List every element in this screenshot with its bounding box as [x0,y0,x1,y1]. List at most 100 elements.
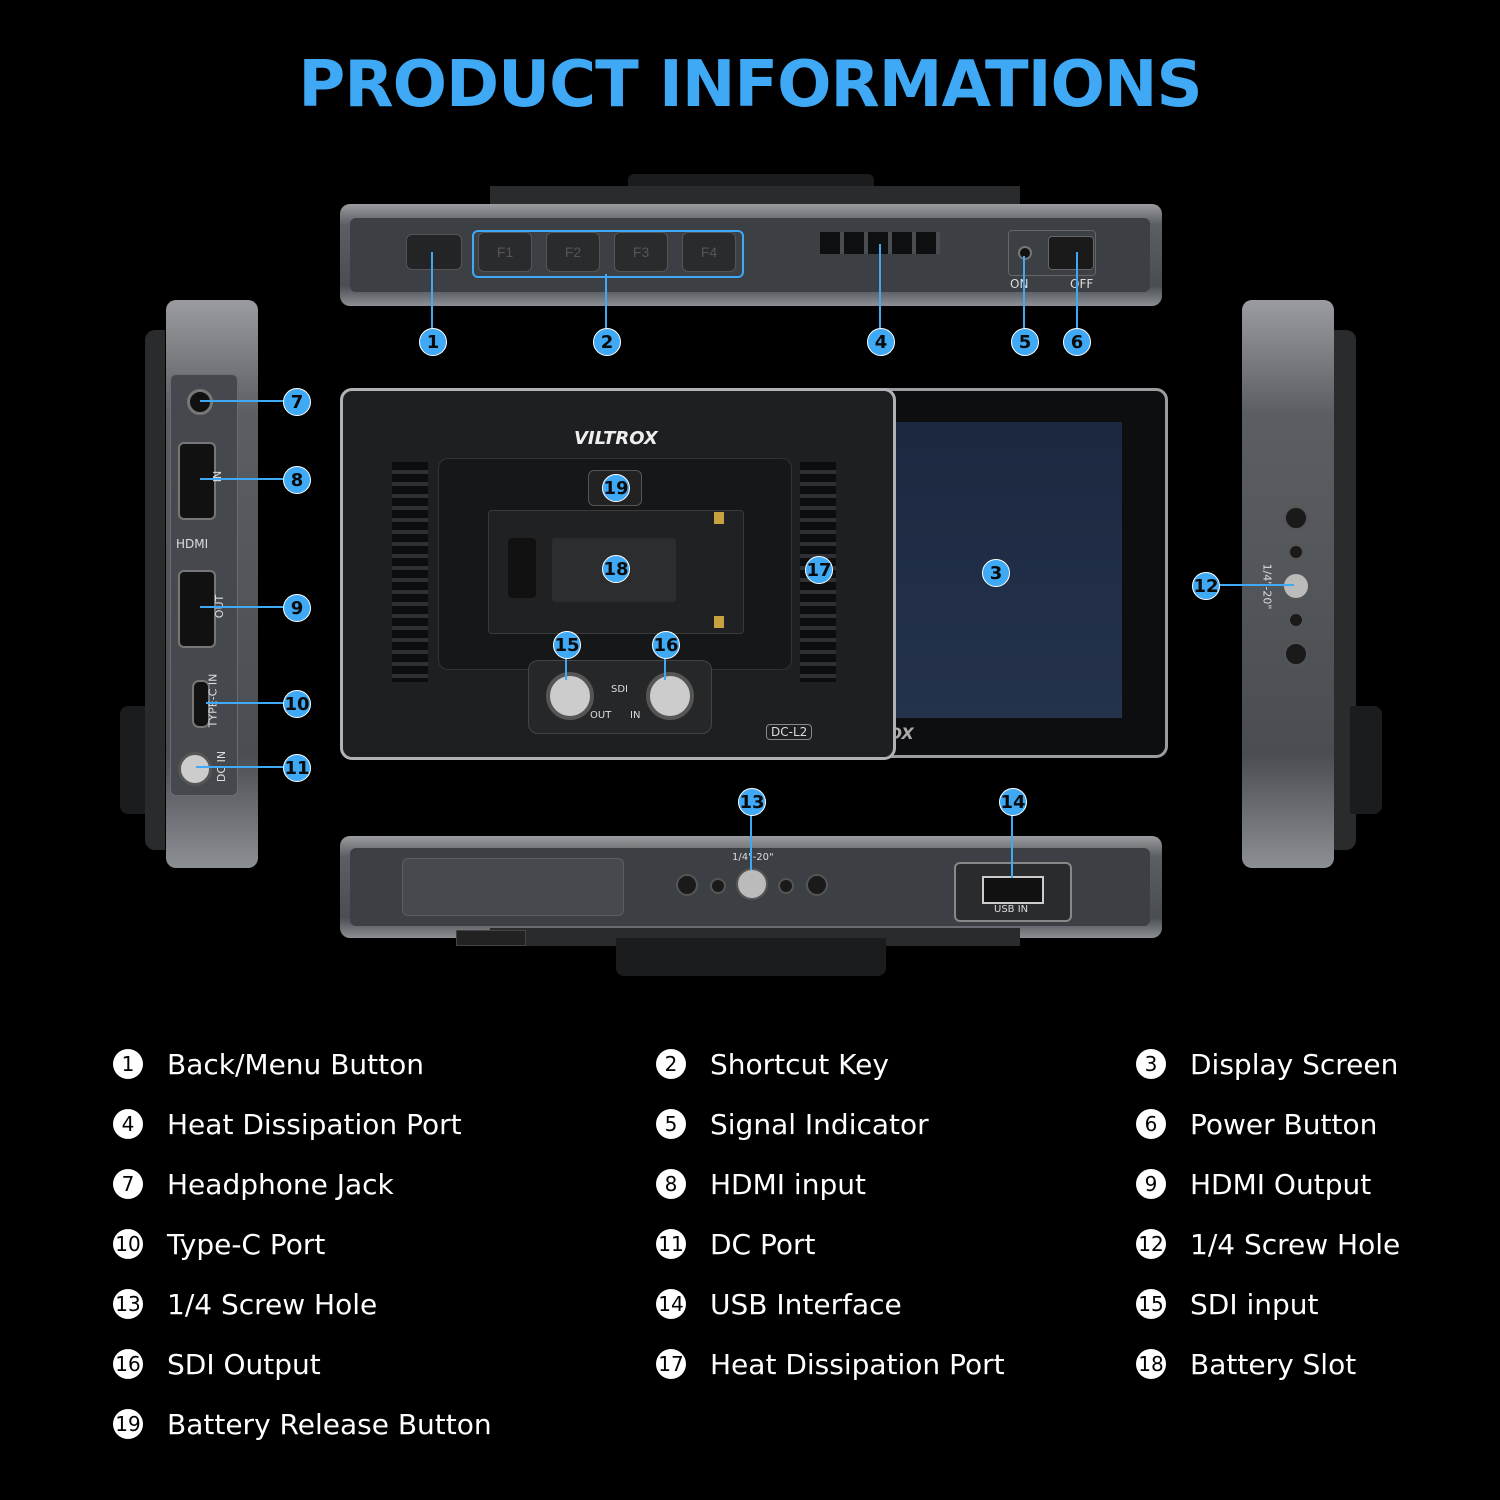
legend-num: 14 [656,1289,686,1319]
legend-item: 3 Display Screen [1136,1046,1398,1082]
callout-6: 6 [1063,328,1091,356]
legend-num: 8 [656,1169,686,1199]
callout-1: 1 [419,328,447,356]
callout-10: 10 [283,690,311,718]
legend-text: USB Interface [710,1287,902,1321]
callout-13: 13 [738,788,766,816]
legend-num: 18 [1136,1349,1166,1379]
legend-item: 12 1/4 Screw Hole [1136,1226,1400,1262]
sdi-input-port[interactable] [646,672,694,720]
legend-num: 6 [1136,1109,1166,1139]
callout-2: 2 [593,328,621,356]
callout-4: 4 [867,328,895,356]
legend-text: Back/Menu Button [167,1047,424,1081]
screw-label-bottom: 1/4"-20" [732,852,774,863]
legend-text: SDI input [1190,1287,1319,1321]
legend-text: Power Button [1190,1107,1378,1141]
screw-hole-bottom[interactable] [736,868,768,900]
legend-item: 19 Battery Release Button [113,1406,492,1442]
legend-text: HDMI input [710,1167,866,1201]
legend-num: 17 [656,1349,686,1379]
legend-item: 8 HDMI input [656,1166,866,1202]
shortcut-key-f1[interactable]: F1 [478,232,532,272]
legend-text: Heat Dissipation Port [710,1347,1005,1381]
callout-16: 16 [652,631,680,659]
back-menu-button[interactable] [406,234,462,270]
legend-text: Heat Dissipation Port [167,1107,462,1141]
callout-17: 17 [805,556,833,584]
callout-15: 15 [553,631,581,659]
legend-num: 1 [113,1049,143,1079]
legend-num: 4 [113,1109,143,1139]
brand-logo: VILTROX [574,428,658,449]
legend-item: 10 Type-C Port [113,1226,325,1262]
callout-7: 7 [283,388,311,416]
legend-item: 6 Power Button [1136,1106,1377,1142]
callout-8: 8 [283,466,311,494]
page-title: PRODUCT INFORMATIONS [298,48,1202,122]
legend-item: 18 Battery Slot [1136,1346,1356,1382]
sdi-out-label: OUT [590,710,612,721]
shortcut-key-f4[interactable]: F4 [682,232,736,272]
legend-item: 7 Headphone Jack [113,1166,394,1202]
legend-text: Signal Indicator [710,1107,929,1141]
legend-num: 13 [113,1289,143,1319]
legend-text: Headphone Jack [167,1167,394,1201]
typec-label: TYPE-C IN [206,673,220,728]
legend-item: 13 1/4 Screw Hole [113,1286,377,1322]
legend-num: 16 [113,1349,143,1379]
power-on-label: ON [1010,277,1029,291]
legend-text: Type-C Port [167,1227,326,1261]
legend-text: 1/4 Screw Hole [1190,1227,1401,1261]
legend-num: 11 [656,1229,686,1259]
callout-5: 5 [1011,328,1039,356]
legend-item: 9 HDMI Output [1136,1166,1371,1202]
legend-num: 15 [1136,1289,1166,1319]
dc-port[interactable] [178,752,212,786]
legend-num: 2 [656,1049,686,1079]
power-off-label: OFF [1070,277,1094,291]
legend-text: Battery Release Button [167,1407,492,1441]
callout-14: 14 [999,788,1027,816]
callout-12: 12 [1192,572,1220,600]
legend-num: 10 [113,1229,143,1259]
legend-text: SDI Output [167,1347,321,1381]
legend-num: 7 [113,1169,143,1199]
usb-port[interactable] [982,876,1044,904]
legend-text: Shortcut Key [710,1047,889,1081]
legend-num: 12 [1136,1229,1166,1259]
legend-item: 15 SDI input [1136,1286,1319,1322]
legend-item: 17 Heat Dissipation Port [656,1346,1005,1382]
headphone-jack[interactable] [187,389,213,415]
callout-3: 3 [982,559,1010,587]
legend-num: 9 [1136,1169,1166,1199]
legend-item: 16 SDI Output [113,1346,321,1382]
power-switch[interactable] [1048,236,1094,270]
typec-port[interactable] [192,680,210,728]
hdmi-in-label: IN [211,470,225,483]
sdi-in-label: IN [630,710,641,721]
legend-item: 1 Back/Menu Button [113,1046,424,1082]
screw-hole-right[interactable] [1282,572,1310,600]
hdmi-out-port[interactable] [178,570,216,648]
legend-text: 1/4 Screw Hole [167,1287,378,1321]
heat-vent-top [820,232,940,254]
shortcut-key-f2[interactable]: F2 [546,232,600,272]
shortcut-key-f3[interactable]: F3 [614,232,668,272]
legend-item: 14 USB Interface [656,1286,902,1322]
callout-18: 18 [602,555,630,583]
legend-num: 19 [113,1409,143,1439]
legend-text: Battery Slot [1190,1347,1357,1381]
legend-text: Display Screen [1190,1047,1399,1081]
hdmi-in-port[interactable] [178,442,216,520]
sdi-output-port[interactable] [546,672,594,720]
legend-item: 4 Heat Dissipation Port [113,1106,462,1142]
legend-text: HDMI Output [1190,1167,1372,1201]
usb-label: USB IN [994,904,1029,915]
model-tag: DC-L2 [766,724,813,740]
signal-indicator [1018,246,1032,260]
legend-num: 3 [1136,1049,1166,1079]
screw-label-right: 1/4"-20" [1260,563,1274,610]
